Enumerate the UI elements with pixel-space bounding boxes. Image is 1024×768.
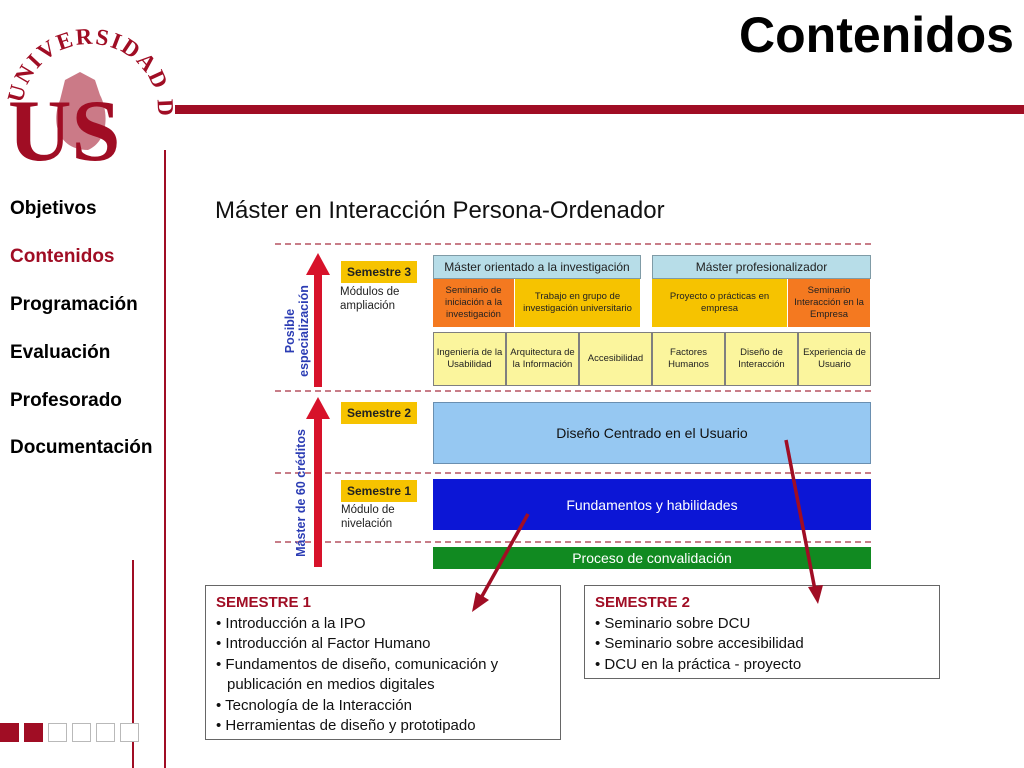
list-item: • Introducción a la IPO [216, 614, 366, 632]
axis-label-especializacion: Posible especialización [283, 285, 311, 377]
module-arquitectura: Arquitectura de la Información [506, 332, 579, 386]
semester-tag-2: Semestre 2 [341, 402, 417, 424]
track-header-investigacion: Máster orientado a la investigación [433, 255, 641, 279]
diagram-heading: Máster en Interacción Persona-Ordenador [215, 197, 665, 224]
nav-item-evaluacion[interactable]: Evaluación [10, 342, 111, 363]
slide-progress [0, 723, 139, 742]
separator-sem1 [275, 541, 871, 543]
panel-semestre-2: SEMESTRE 2 • Seminario sobre DCU • Semin… [584, 585, 940, 679]
track-item-trabajo-grupo: Trabajo en grupo de investigación univer… [515, 279, 641, 327]
module-factores-humanos: Factores Humanos [652, 332, 725, 386]
module-experiencia-usuario: Experiencia de Usuario [798, 332, 871, 386]
separator-sem3 [275, 390, 871, 392]
block-convalidacion: Proceso de convalidación [433, 547, 871, 569]
module-diseno-interaccion: Diseño de Interacción [725, 332, 798, 386]
nav-item-documentacion[interactable]: Documentación [10, 437, 153, 458]
track-header-profesional: Máster profesionalizador [652, 255, 871, 279]
track-item-seminario-empresa: Seminario Interacción en la Empresa [788, 279, 871, 327]
page-title: Contenidos [739, 7, 1014, 63]
list-item: • Fundamentos de diseño, comunicación y [216, 655, 499, 673]
progress-square [120, 723, 139, 742]
semester-3-note: Módulos de ampliación [340, 286, 400, 312]
list-item: • Introducción al Factor Humano [216, 635, 431, 652]
modules-row: Ingeniería de la Usabilidad Arquitectura… [433, 332, 871, 386]
track-item-proyecto-practicas: Proyecto o prácticas en empresa [652, 279, 788, 327]
semester-1-note: Módulo de nivelación [341, 504, 395, 530]
separator-top [275, 243, 871, 245]
semester-tag-1: Semestre 1 [341, 480, 417, 502]
progress-square [96, 723, 115, 742]
header-rule [175, 105, 1024, 114]
sidebar-rule [164, 150, 166, 768]
nav-item-programacion[interactable]: Programación [10, 294, 138, 315]
university-logo: UNIVERSIDAD DE SEVILLA US [0, 0, 175, 165]
progression-arrows [306, 253, 330, 567]
list-item: • Seminario sobre accesibilidad [595, 635, 804, 652]
panel-semestre-2-heading: SEMESTRE 2 [595, 594, 691, 611]
sidebar-rule-secondary [132, 560, 134, 768]
logo-letters: US [8, 83, 121, 165]
list-item-continuation: publicación en medios digitales [227, 676, 435, 693]
list-item: • Tecnología de la Interacción [216, 696, 412, 714]
module-accesibilidad: Accesibilidad [579, 332, 652, 386]
semester-tag-3: Semestre 3 [341, 261, 417, 283]
panel-semestre-1-heading: SEMESTRE 1 [216, 594, 312, 611]
block-fundamentos: Fundamentos y habilidades [433, 479, 871, 530]
list-item: • Seminario sobre DCU [595, 614, 751, 632]
axis-label-creditos: Máster de 60 créditos [294, 429, 308, 557]
nav-item-profesorado[interactable]: Profesorado [10, 390, 122, 411]
separator-sem2 [275, 472, 871, 474]
progress-square [72, 723, 91, 742]
progress-square [24, 723, 43, 742]
track-item-seminario-iniciacion: Seminario de iniciación a la investigaci… [433, 279, 515, 327]
progress-square [0, 723, 19, 742]
list-item: • Herramientas de diseño y prototipado [216, 717, 476, 734]
panel-semestre-1: SEMESTRE 1 • Introducción a la IPO • Int… [205, 585, 561, 740]
nav-item-contenidos[interactable]: Contenidos [10, 246, 115, 267]
progress-square [48, 723, 67, 742]
module-usabilidad: Ingeniería de la Usabilidad [433, 332, 506, 386]
nav-item-objetivos[interactable]: Objetivos [10, 198, 97, 219]
block-dcu: Diseño Centrado en el Usuario [433, 402, 871, 464]
list-item: • DCU en la práctica - proyecto [595, 655, 802, 673]
